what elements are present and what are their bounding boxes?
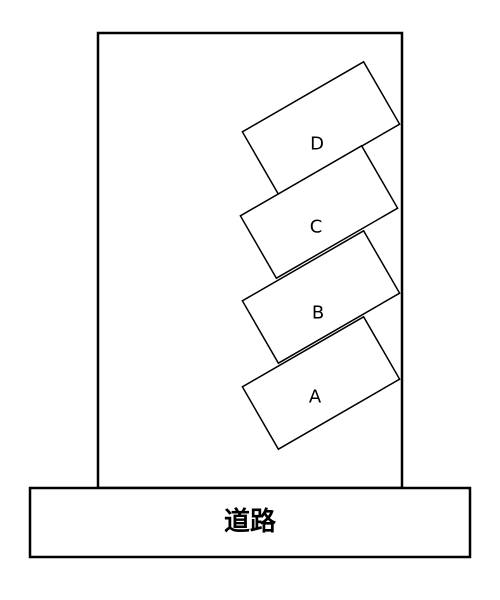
- parking-space-c-outline: [239, 144, 399, 280]
- parking-space-c-label: C: [310, 217, 323, 238]
- parking-space-c: C: [239, 144, 399, 280]
- parking-space-a-label: A: [309, 387, 322, 408]
- parking-space-b-label: B: [312, 303, 324, 324]
- parking-space-d-label: D: [310, 134, 324, 155]
- road-box: [28, 486, 472, 559]
- parking-space-b: B: [241, 229, 401, 365]
- parking-space-a: A: [241, 315, 401, 451]
- road-label: 道路: [224, 506, 277, 537]
- parking-space-b-outline: [241, 229, 401, 365]
- parking-space-a-outline: [241, 315, 401, 451]
